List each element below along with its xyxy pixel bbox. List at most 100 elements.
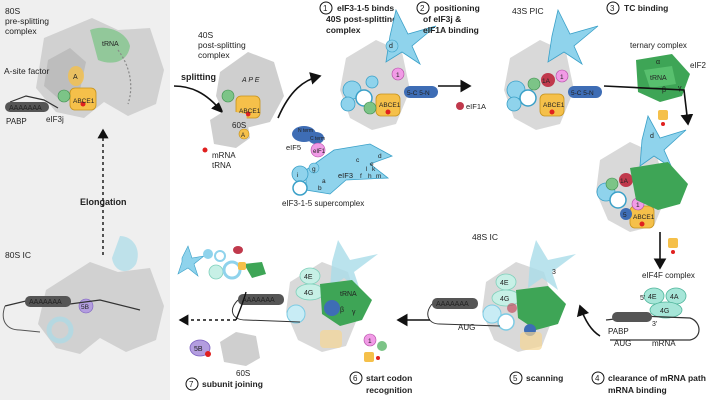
- tc-gamma: γ: [678, 85, 682, 92]
- a-tag: A: [73, 74, 78, 81]
- step-1-header: [319, 1, 333, 15]
- ic-48s-poly-a: [432, 298, 478, 309]
- step-1-eif1-tag: 1: [396, 72, 400, 79]
- subunit-b: b: [318, 185, 322, 192]
- n-term-label: N term: [298, 128, 313, 134]
- abce1-shape: [69, 87, 97, 111]
- pic-chain: 5-C 5-N: [571, 90, 594, 97]
- subunit-m: m: [376, 173, 381, 180]
- subunit-k: k: [372, 166, 376, 173]
- step-6-beta: β: [340, 307, 344, 314]
- eif4f-three: 3': [652, 321, 657, 328]
- released-a-tag: A: [241, 133, 245, 139]
- step-6-eif1-tag: 1: [368, 338, 372, 345]
- ic-48s-label: 48S IC: [472, 232, 498, 242]
- subunit-60s-step7: [220, 332, 260, 366]
- step-1-line3: complex: [326, 25, 361, 35]
- step-1-abce1: ABCE1: [379, 102, 401, 109]
- pic-eif1-tag: 1: [560, 74, 564, 81]
- eif4f-pabp: PABP: [608, 327, 629, 336]
- ribosome-40s-post-splitting: [216, 52, 284, 128]
- subunit-l: l: [366, 166, 368, 173]
- step-1-line1: eIF3-1-5 binds: [337, 3, 394, 13]
- eif4f-aug: AUG: [614, 339, 631, 348]
- released-mrna: mRNA: [212, 151, 236, 160]
- step-6-poly-a-text: AAAAAAA: [242, 297, 275, 304]
- eif5-label: eIF5: [286, 143, 301, 152]
- abce1-label-40s: ABCE1: [239, 108, 261, 115]
- released-factors-step7: [177, 245, 266, 280]
- trna-label: tRNA: [102, 41, 119, 48]
- step-6-4g: 4G: [304, 290, 313, 297]
- site-labels: A P E: [241, 77, 260, 84]
- subunit-h: h: [368, 173, 372, 180]
- title-complex: complex: [5, 26, 37, 36]
- step-5-circle: [509, 371, 523, 385]
- tc-label: ternary complex: [630, 41, 687, 50]
- eif4f-4e: 4E: [648, 294, 657, 301]
- trna-shape: [90, 27, 130, 63]
- poly-a-tail: [5, 102, 49, 112]
- ic-48s-4e: 4E: [500, 280, 509, 287]
- splitting-label: splitting: [181, 72, 216, 82]
- eif4f-label: eIF4F complex: [642, 271, 695, 280]
- eif3-label: eIF3: [338, 171, 353, 180]
- release-abce1-step4: [668, 238, 678, 254]
- eif4f-4a: 4A: [670, 294, 679, 301]
- supercomplex-label: eIF3-1-5 supercomplex: [282, 199, 364, 208]
- subunit-d: d: [378, 153, 382, 160]
- arrow-to-step1: [277, 72, 322, 119]
- step-2-line2: of eIF3j &: [423, 14, 461, 24]
- step-5-line1: scanning: [526, 373, 563, 383]
- released-60s: [202, 110, 250, 153]
- title-pre-splitting: pre-splitting: [5, 16, 49, 26]
- ic-80s-poly-a: AAAAAAA: [29, 299, 62, 306]
- ic-48s-poly-a-text: AAAAAAA: [436, 301, 469, 308]
- step-2-line1: positioning: [434, 3, 480, 13]
- eif1-label: eIF1: [313, 149, 326, 155]
- a-site-factor-label: A-site factor: [4, 66, 50, 76]
- arrow-to-scanning: [576, 304, 601, 337]
- post-splitting-40s: 40S: [198, 30, 213, 40]
- arrow-to-step3: [603, 85, 694, 126]
- pic-eif1a-tag: 1A: [542, 78, 551, 85]
- step-4-number: 4: [595, 374, 600, 383]
- subunit-i: i: [297, 172, 298, 179]
- ic-80s-label: 80S IC: [5, 250, 31, 260]
- eif3j-label: eIF3j: [46, 115, 64, 124]
- step-6-gamma: γ: [352, 309, 356, 316]
- step-2-circle: [416, 1, 430, 15]
- elongation-label: Elongation: [80, 197, 127, 207]
- subunit-e: e: [370, 161, 374, 168]
- supercomplex: [291, 126, 393, 196]
- eif4f-mrna: mRNA: [652, 339, 676, 348]
- step-4-line2: mRNA binding: [608, 385, 667, 395]
- ic-48s: [482, 240, 576, 352]
- step-1-number: 1: [323, 4, 328, 13]
- step-6-line2: recognition: [366, 385, 412, 395]
- c-term-label: C term: [310, 136, 325, 142]
- step-7-eif5b: 5B: [194, 346, 203, 353]
- pic-43s-label: 43S PIC: [512, 6, 544, 16]
- step-4-circle: [591, 371, 605, 385]
- start-codon-complex: [286, 240, 378, 352]
- subunit-g: g: [312, 166, 316, 173]
- pic-43s: [504, 8, 602, 130]
- abce1-label-80s: ABCE1: [73, 98, 95, 105]
- poly-a-label: AAAAAAA: [9, 105, 42, 112]
- pic-abce1: ABCE1: [543, 102, 565, 109]
- tc-alpha: α: [656, 59, 660, 66]
- title-80s: 80S: [5, 6, 20, 16]
- step-7-line1: subunit joining: [202, 379, 263, 389]
- eif3j-shape: [57, 89, 71, 103]
- ic-48s-aug: AUG: [458, 323, 475, 332]
- step-1-chain: 5-C 5-N: [407, 90, 430, 97]
- step-6-4e: 4E: [304, 274, 313, 281]
- released-60s-label: 60S: [232, 121, 246, 130]
- eif1a-dot: [456, 102, 464, 110]
- splitting-arrow: [173, 85, 223, 114]
- release-abce1-step3: [658, 110, 668, 126]
- complex-after-tc: [596, 114, 688, 232]
- ic-48s-4g: 4G: [500, 296, 509, 303]
